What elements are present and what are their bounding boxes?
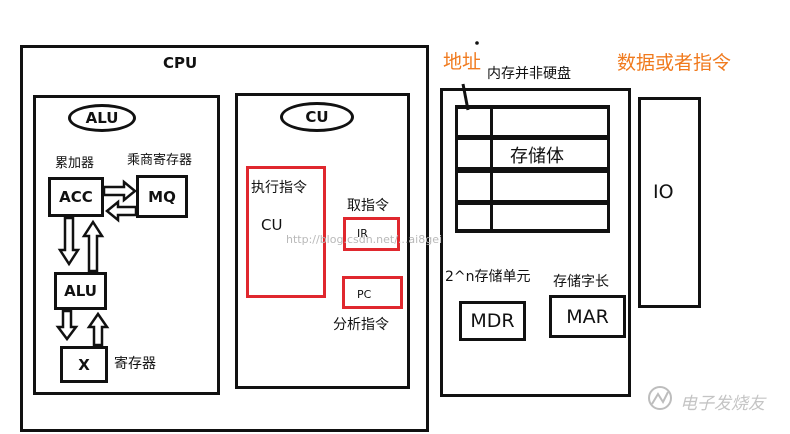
storage-row-line: [456, 229, 610, 233]
word-length-label: 存储字长: [553, 274, 609, 290]
alu-unit: ALU: [54, 272, 107, 310]
pc-box: [342, 276, 403, 309]
alu-unit-label: ALU: [64, 282, 97, 300]
storage-row-line: [456, 135, 610, 140]
execute-box: [246, 166, 326, 298]
ir-label: IR: [357, 227, 368, 240]
mdr-register: MDR: [459, 301, 526, 341]
storage-col-line: [455, 105, 458, 233]
arrow-acc-to-alu: [57, 216, 81, 267]
arrow-acc-to-mq: [102, 179, 137, 203]
cu-title: CU: [305, 108, 329, 126]
address-label: 地址: [443, 51, 482, 73]
pc-label: PC: [357, 288, 372, 301]
mq-register: MQ: [136, 175, 188, 218]
arrow-mq-to-acc: [105, 199, 138, 223]
cu-title-ellipse: CU: [280, 102, 354, 132]
acc-label: ACC: [59, 188, 93, 206]
storage-col-line: [490, 105, 493, 233]
alu-title: ALU: [85, 109, 119, 127]
cpu-title: CPU: [163, 54, 198, 72]
register-label: 寄存器: [114, 356, 156, 372]
accumulator-label: 累加器: [55, 156, 95, 171]
storage-col-line: [607, 105, 610, 233]
x-label: X: [78, 355, 90, 374]
x-register: X: [60, 346, 108, 383]
storage-row-line: [456, 105, 610, 109]
stray-dot: [475, 41, 479, 45]
mq-label: MQ: [148, 187, 176, 206]
cells-label: 2^n存储单元: [445, 269, 531, 285]
storage-row-line: [456, 167, 610, 173]
mq-register-label: 乘商寄存器: [127, 153, 193, 168]
arrow-alu-to-x: [55, 309, 79, 342]
mdr-label: MDR: [470, 310, 515, 332]
io-label: IO: [653, 181, 674, 203]
arrow-alu-to-acc: [81, 219, 105, 273]
watermark-brand: 电子发烧友: [680, 394, 765, 414]
acc-register: ACC: [48, 177, 104, 217]
alu-title-ellipse: ALU: [68, 104, 136, 132]
mar-register: MAR: [549, 295, 626, 338]
memory-not-disk-label: 内存并非硬盘: [487, 66, 571, 82]
fetch-label: 取指令: [347, 198, 389, 214]
ir-box: [343, 217, 400, 251]
storage-row-line: [456, 200, 610, 205]
io-box: [638, 97, 701, 308]
watermark-url: http://blog.csdn.net/...ai8gei: [286, 233, 443, 246]
cu-inner-label: CU: [261, 216, 283, 234]
arrow-x-to-alu: [86, 311, 110, 347]
storage-body-label: 存储体: [510, 146, 564, 167]
mar-label: MAR: [566, 305, 609, 328]
data-or-instruction-label: 数据或者指令: [617, 52, 732, 74]
execute-label: 执行指令: [251, 180, 307, 196]
analyze-label: 分析指令: [333, 317, 389, 333]
address-pointer: [461, 83, 470, 111]
